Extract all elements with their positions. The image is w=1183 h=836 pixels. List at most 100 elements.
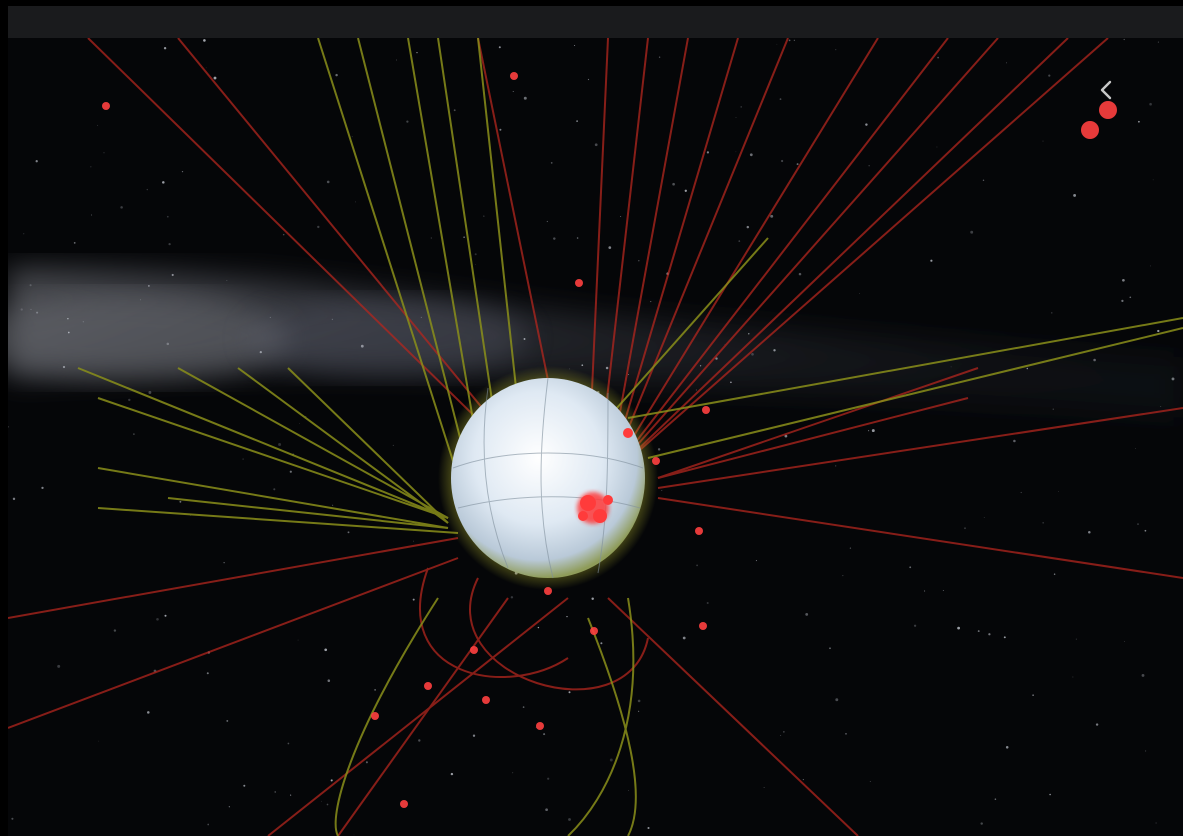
star <box>835 465 837 467</box>
star <box>317 225 320 229</box>
star <box>1160 406 1162 408</box>
star <box>483 215 485 217</box>
star <box>273 488 276 491</box>
star <box>290 794 292 796</box>
satellite-marker <box>482 696 490 704</box>
star <box>179 500 182 503</box>
star <box>647 826 650 830</box>
star <box>162 181 165 184</box>
star <box>835 49 837 51</box>
star <box>103 152 105 154</box>
earth-globe[interactable] <box>438 366 658 590</box>
star <box>706 151 710 154</box>
star <box>412 540 414 542</box>
star <box>543 733 546 736</box>
satellite-marker <box>575 279 583 287</box>
star <box>416 51 418 54</box>
star <box>798 272 802 276</box>
star <box>1141 673 1145 677</box>
star <box>396 59 397 61</box>
star <box>463 236 465 238</box>
star <box>147 711 150 714</box>
star <box>406 120 409 123</box>
star <box>937 56 939 59</box>
star <box>591 597 594 601</box>
star <box>41 486 44 490</box>
star <box>869 781 871 782</box>
star <box>715 357 718 360</box>
star <box>321 800 322 802</box>
star <box>98 740 100 742</box>
star <box>30 308 32 310</box>
satellite-marker <box>371 712 379 720</box>
star <box>351 136 353 138</box>
milky-way-band <box>8 268 1183 418</box>
star <box>982 179 985 182</box>
star <box>842 575 844 577</box>
star <box>1093 358 1096 362</box>
star <box>1135 448 1136 449</box>
star <box>1003 636 1006 639</box>
star <box>568 818 571 821</box>
star <box>600 642 603 645</box>
star <box>354 201 356 203</box>
star <box>977 630 980 633</box>
satellite-marker <box>544 587 552 595</box>
star <box>1088 530 1091 534</box>
star <box>297 639 299 641</box>
star <box>243 784 246 787</box>
star <box>849 547 852 549</box>
satellite-marker <box>695 527 703 535</box>
star <box>67 317 69 320</box>
star <box>620 215 622 217</box>
star <box>1005 746 1009 749</box>
back-button[interactable] <box>1089 72 1125 108</box>
star <box>12 497 16 501</box>
star <box>259 350 262 354</box>
star <box>829 647 831 650</box>
star <box>983 517 985 518</box>
star <box>412 598 415 601</box>
star <box>859 292 861 294</box>
satellite-markers <box>102 72 1117 808</box>
star <box>332 504 334 506</box>
star <box>1042 140 1044 142</box>
satellite-marker <box>536 722 544 730</box>
star <box>980 822 983 825</box>
star <box>510 596 514 599</box>
star <box>657 448 661 451</box>
star <box>628 373 630 375</box>
star <box>512 91 514 93</box>
star <box>587 78 590 81</box>
star <box>374 689 376 691</box>
star <box>365 761 368 764</box>
star <box>8 425 10 428</box>
star <box>1006 62 1007 64</box>
star <box>90 166 92 168</box>
space-viewport[interactable] <box>8 38 1183 836</box>
star <box>453 109 456 112</box>
star <box>763 786 765 788</box>
star <box>1152 179 1154 181</box>
star <box>609 758 613 762</box>
star <box>73 242 76 244</box>
star <box>576 120 578 122</box>
star <box>628 790 629 792</box>
star <box>523 338 526 340</box>
star <box>148 285 150 287</box>
star <box>82 321 84 323</box>
star <box>418 739 421 742</box>
star <box>735 151 737 153</box>
star <box>163 47 167 50</box>
star <box>269 316 271 318</box>
star <box>430 237 432 239</box>
star <box>324 648 328 652</box>
star <box>950 366 952 368</box>
star <box>545 808 548 812</box>
star <box>970 230 974 234</box>
star <box>1121 299 1124 303</box>
star <box>287 742 290 745</box>
star <box>638 710 640 712</box>
star <box>805 613 809 616</box>
star <box>139 299 141 301</box>
